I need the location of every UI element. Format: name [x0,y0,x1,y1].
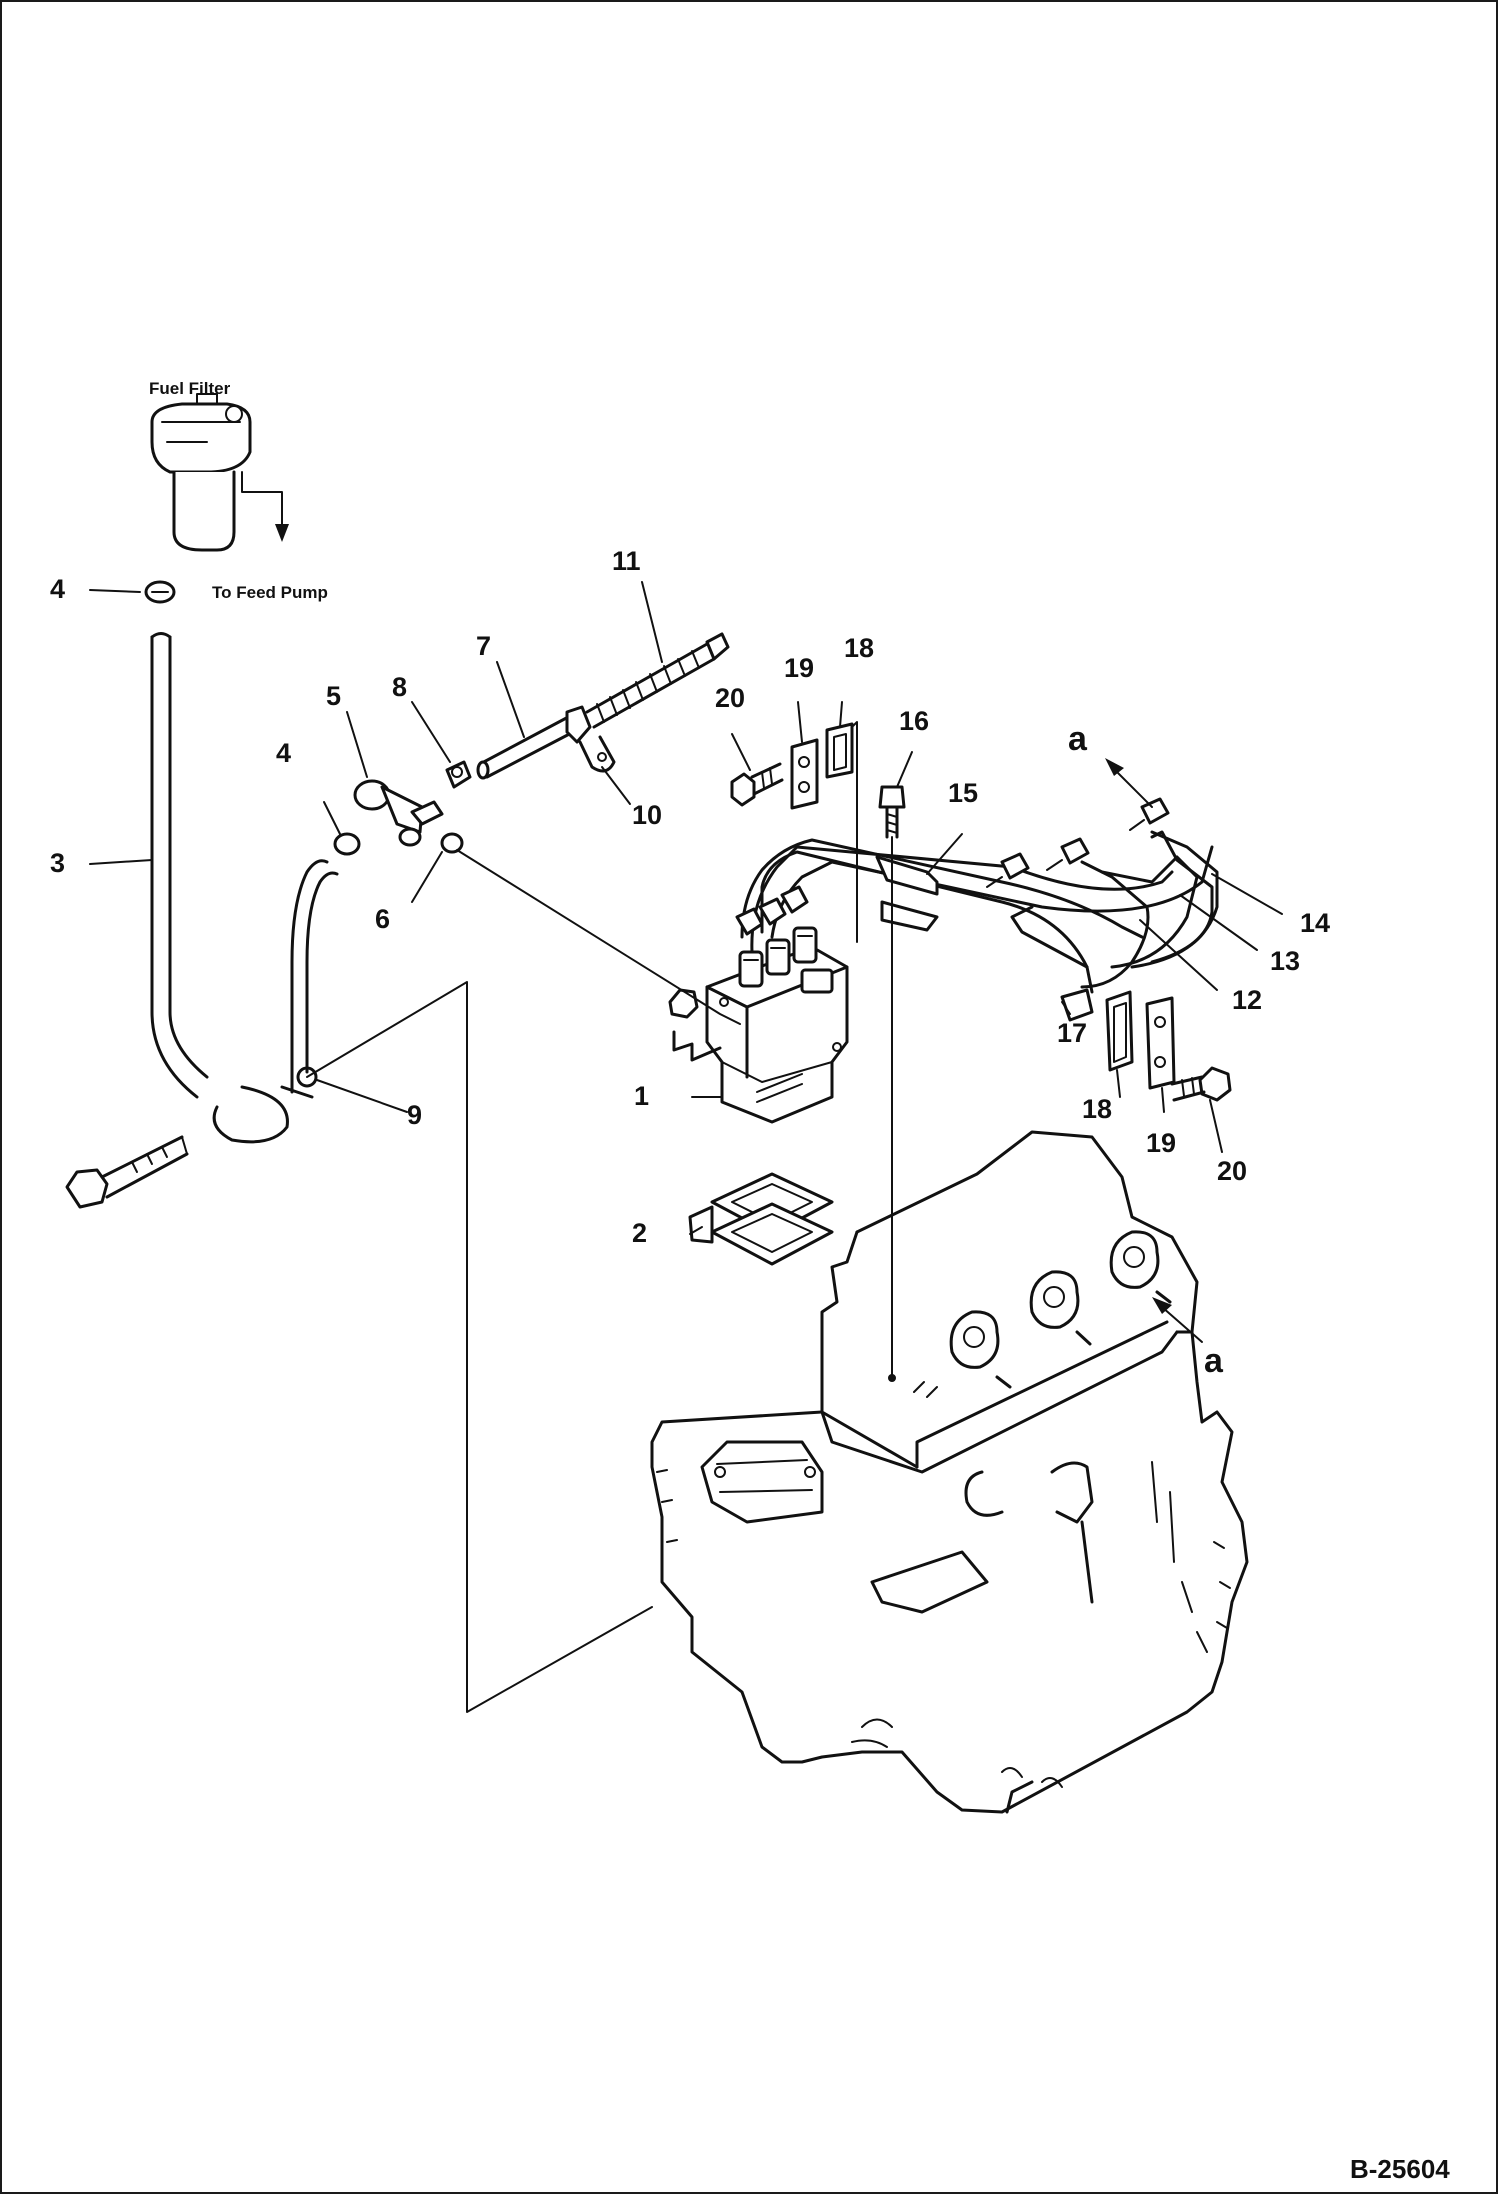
clamp-part-4-lower [333,832,361,856]
view-a-label-upper: a [1068,720,1088,758]
fuel-filter [150,393,252,552]
callout-4-upper: 4 [50,574,65,604]
view-a-label-lower: a [1204,1342,1224,1380]
engine-block [650,1130,1249,1814]
pipe-part-7 [476,705,616,780]
callout-12: 12 [1232,985,1262,1015]
callout-9: 9 [407,1100,422,1130]
callout-20-upper: 20 [715,683,745,713]
clamp-part-4-upper [144,580,176,604]
callout-1: 1 [634,1081,649,1111]
clamp-part-19-lower [1145,996,1176,1090]
washer-part-6 [440,832,464,854]
callout-15: 15 [948,778,978,808]
clamp-part-19-upper [790,738,819,810]
bolt-part-16 [878,785,906,1382]
fitting-part-8 [445,760,472,789]
bracket-part-15 [875,855,939,932]
feed-pump-arrow [241,471,283,538]
callout-13: 13 [1270,946,1300,976]
callout-8: 8 [392,672,407,702]
callout-18-upper: 18 [844,633,874,663]
callout-16: 16 [899,706,929,736]
callout-leaders [89,581,1283,1235]
callout-10: 10 [632,800,662,830]
return-hose [280,859,339,1099]
clamp-part-18-upper [825,721,858,943]
routing-leader-lines [306,849,741,1713]
fuel-filter-label: Fuel Filter [149,379,231,398]
callout-5: 5 [326,681,341,711]
bolt-part-20-upper [730,762,784,807]
callout-14: 14 [1300,908,1330,938]
callout-2: 2 [632,1218,647,1248]
callout-6: 6 [375,904,390,934]
callout-4-lower: 4 [276,738,291,768]
pump-outlet-nuts [735,885,809,936]
clamp-part-17 [1060,988,1094,1022]
injection-pump-part-1 [705,926,849,1124]
bolt-part-20-lower [1170,1066,1232,1102]
callout-3: 3 [50,848,65,878]
drawing-number: B-25604 [1350,2154,1450,2184]
coupling-part-11 [585,632,730,729]
callout-19-lower: 19 [1146,1128,1176,1158]
callout-18-lower: 18 [1082,1094,1112,1124]
tee-joint-part-5 [353,779,444,847]
clamp-part-18-lower [1105,990,1134,1072]
banjo-bolt-part-9 [65,1066,318,1209]
view-a-arrow-upper [1105,758,1153,808]
callout-17: 17 [1057,1018,1087,1048]
fuel-hose-part-3 [150,632,209,1099]
callout-11: 11 [612,546,641,576]
callout-7: 7 [476,631,491,661]
gasket-part-2 [688,1172,834,1266]
view-a-arrow-lower [1152,1297,1203,1343]
callout-20-lower: 20 [1217,1156,1247,1186]
callout-19-upper: 19 [784,653,814,683]
to-feed-pump-label: To Feed Pump [212,583,328,602]
